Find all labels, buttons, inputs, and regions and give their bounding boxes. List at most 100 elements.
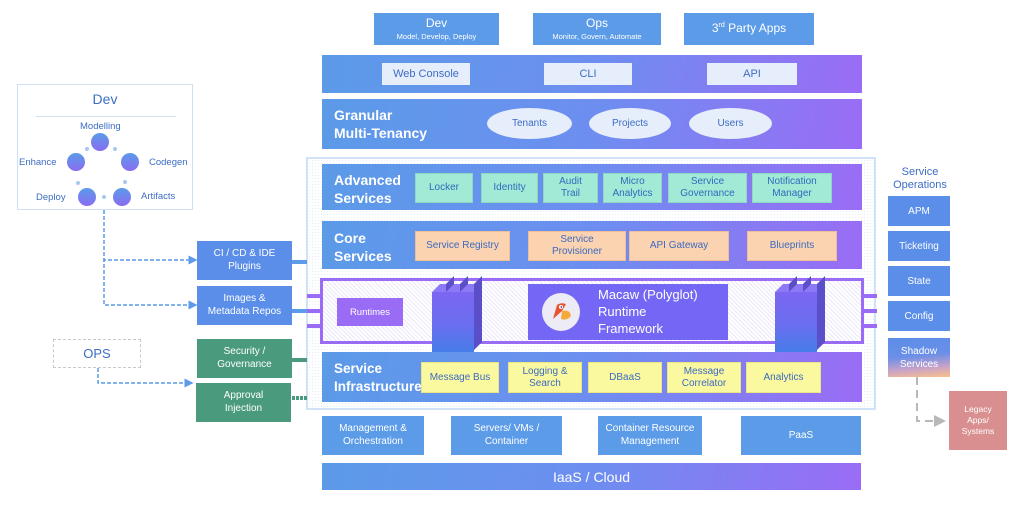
runtime-stub-right-1 [863, 294, 877, 298]
service-governance-line1: Service [690, 176, 725, 187]
modelling-node [91, 133, 109, 151]
cycle-label-enhance: Enhance [19, 157, 57, 168]
runtime-stub-right-3 [863, 324, 877, 328]
shadow-to-legacy-connector [916, 377, 946, 427]
third-party-superscript: rd [718, 22, 725, 30]
images-line1: Images & [223, 293, 266, 304]
api-gateway-box: API Gateway [629, 231, 729, 261]
identity-label: Identity [493, 182, 526, 193]
top-box-dev-subtitle: Model, Develop, Deploy [396, 31, 477, 41]
dev-to-images-arrow [103, 258, 198, 310]
cycle-label-deploy: Deploy [36, 192, 66, 203]
blueprints-box: Blueprints [747, 231, 837, 261]
state-box: State [888, 266, 950, 296]
service-infrastructure-title-line2: Infrastructure [334, 378, 422, 394]
service-operations-title: Service Operations [888, 166, 952, 191]
server-stack-left-3 [460, 292, 474, 358]
container-resource-management-line2: Management [620, 435, 680, 447]
analytics-box: Analytics [746, 362, 821, 393]
dev-panel-title: Dev [92, 91, 118, 107]
locker-box: Locker [415, 173, 473, 203]
images-line2: Metadata Repos [207, 305, 282, 317]
security-line2: Governance [217, 358, 272, 370]
approval-line1: Approval [223, 390, 264, 401]
macaw-framework-line3: Framework [598, 321, 664, 336]
access-layer-band: Web Console CLI API [322, 55, 862, 93]
shadow-services-line1: Shadow [900, 345, 938, 357]
runtime-stub-left-3 [307, 324, 321, 328]
core-services-title-line1: Core [334, 230, 366, 246]
servers-vms-container-line1: Servers/ VMs / [473, 423, 540, 434]
logging-search-line1: Logging & [522, 365, 568, 377]
core-services-title-line2: Services [334, 248, 392, 265]
images-metadata-repos-box: Images &Metadata Repos [197, 286, 292, 325]
server-stack-right-3 [803, 292, 817, 358]
logging-search-line2: Search [529, 377, 561, 389]
shadow-to-legacy-arrow [916, 377, 946, 427]
multi-tenancy-band: Granular Multi-Tenancy Tenants Projects … [322, 99, 862, 149]
cycle-label-modelling: Modelling [80, 121, 121, 132]
iaas-cloud-band: IaaS / Cloud [322, 463, 861, 490]
message-correlator-line1: Message [683, 365, 725, 377]
dev-panel: Dev Modelling Codegen Artifacts Deploy E… [17, 84, 193, 210]
locker-label: Locker [428, 182, 459, 193]
runtime-stub-left-1 [307, 294, 321, 298]
audit-trail-line2: Trail [560, 188, 581, 199]
enhance-node [67, 153, 85, 171]
legacy-line2: Apps/ [967, 414, 989, 425]
top-box-dev-title: Dev [425, 15, 448, 30]
advanced-services-title-line1: Advanced [334, 172, 401, 188]
left-connectors [97, 210, 307, 400]
service-infrastructure-title: Service Infrastructure [334, 360, 422, 395]
approval-line2: Injection [224, 402, 263, 414]
web-console-box: Web Console [382, 63, 470, 85]
tenants-ellipse: Tenants [487, 108, 572, 139]
service-governance-line2: Governance [680, 188, 735, 199]
cicd-line1: CI / CD & IDE [213, 248, 276, 259]
runtime-framework-band: Runtimes Macaw (Polyglot) Runtime Framew… [320, 278, 864, 344]
cycle-dot [76, 181, 80, 185]
service-infrastructure-band: Service Infrastructure Message Bus Loggi… [322, 352, 862, 402]
top-box-ops: Ops Monitor, Govern, Automate [533, 13, 661, 45]
projects-ellipse: Projects [589, 108, 671, 139]
service-operations-title-line1: Service [901, 166, 939, 178]
dbaas-box: DBaaS [588, 362, 662, 393]
notification-manager-line1: Notification [767, 176, 817, 187]
ops-panel: OPS [53, 339, 141, 368]
cli-box: CLI [544, 63, 632, 85]
service-provisioner-line1: Service [560, 234, 594, 245]
message-correlator-line2: Correlator [681, 377, 727, 389]
service-operations-title-line2: Operations [893, 178, 947, 191]
cycle-dot [123, 180, 127, 184]
service-provisioner-line2: Provisioner [551, 246, 603, 257]
server-stack-right-1 [775, 292, 789, 358]
shadow-services-line2: Services [899, 358, 939, 370]
management-orchestration-box: Management &Orchestration [322, 416, 424, 455]
third-party-label: Party Apps [724, 21, 787, 36]
third-party-number: 3 [711, 21, 719, 36]
service-registry-label: Service Registry [426, 240, 499, 251]
cycle-label-artifacts: Artifacts [141, 191, 176, 202]
macaw-parrot-icon [542, 293, 580, 331]
micro-analytics-line1: Micro [620, 176, 645, 187]
multi-tenancy-title-line2: Multi-Tenancy [334, 125, 428, 142]
servers-vms-container-box: Servers/ VMs /Container [451, 416, 562, 455]
identity-box: Identity [481, 173, 538, 203]
runtimes-box: Runtimes [337, 298, 403, 326]
cycle-dot [85, 147, 89, 151]
servers-vms-container-line2: Container [484, 435, 529, 447]
server-stack-left-1 [432, 292, 446, 358]
top-box-ops-subtitle: Monitor, Govern, Automate [552, 31, 642, 41]
message-bus-label: Message Bus [429, 371, 491, 383]
cycle-label-codegen: Codegen [149, 157, 188, 168]
api-box: API [707, 63, 797, 85]
container-resource-management-line1: Container Resource [605, 423, 695, 434]
